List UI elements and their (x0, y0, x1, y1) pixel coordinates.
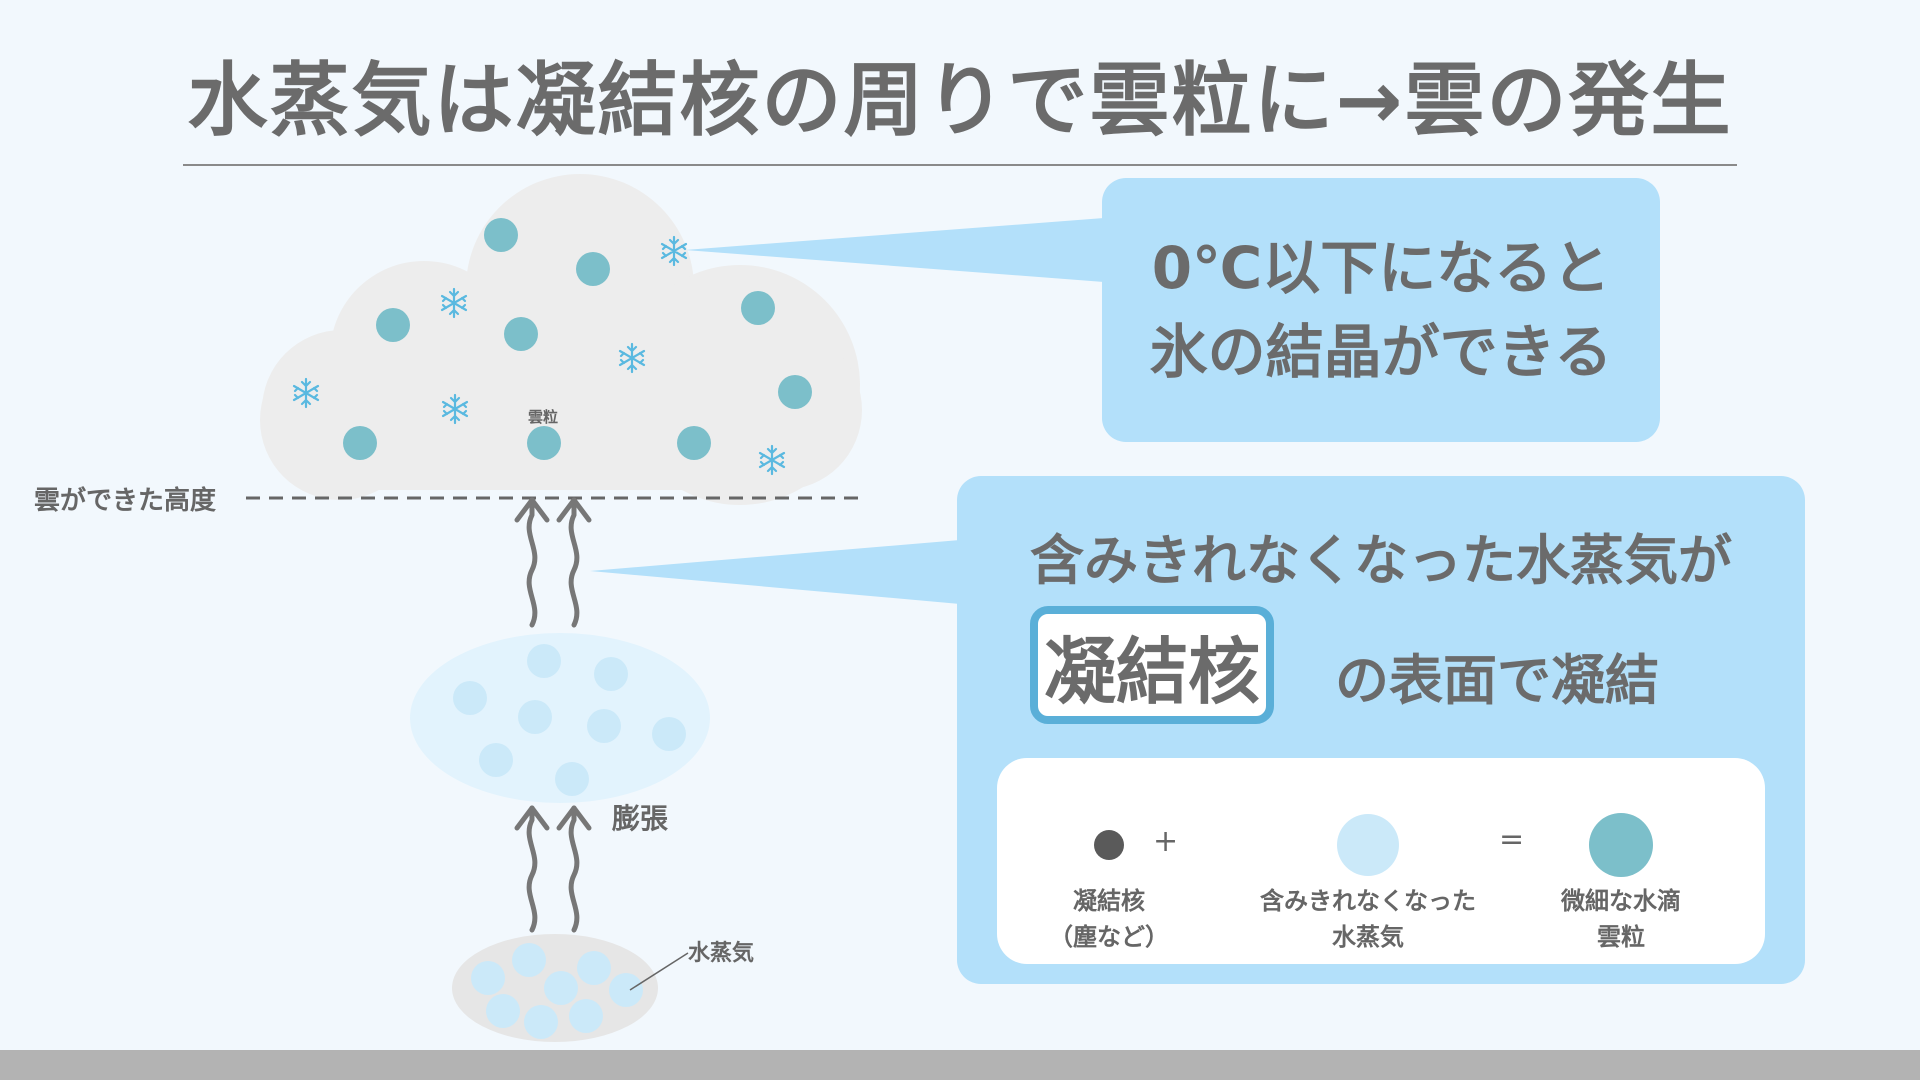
cloud-droplet (484, 218, 518, 252)
page-title: 水蒸気は凝結核の周りで雲粒に→雲の発生 (187, 54, 1733, 147)
cloud-droplet (527, 426, 561, 460)
snowflake-icon (292, 377, 320, 409)
cloud-droplet (778, 375, 812, 409)
water-vapor-dot (1337, 814, 1399, 876)
snowflake-icon (440, 287, 468, 319)
snowflake-icon (441, 393, 469, 425)
nucleus-caption-line2: （塵など） (1049, 923, 1169, 951)
condensation-nuclei-callout: 含みきれなくなった水蒸気が 凝結核 の表面で凝結 + = 凝結核 （塵など） 含… (957, 476, 1805, 984)
cloud-droplet (677, 426, 711, 460)
cloud-droplet-dot (1589, 813, 1653, 877)
expanding-vapor-particles (453, 644, 686, 796)
upward-wavy-arrow-icon (514, 805, 550, 933)
plus-sign: + (1153, 824, 1179, 859)
condensation-nuclei-highlight: 凝結核 (1030, 606, 1274, 724)
condensation-nucleus-caption: 凝結核 （塵など） (1049, 883, 1169, 955)
water-vapor-particles (471, 943, 643, 1039)
cloud-droplet-caption: 微細な水滴 雲粒 (1541, 883, 1701, 955)
lower-rising-arrows (514, 805, 592, 933)
ice-callout-pointer (685, 218, 1104, 282)
condensation-nucleus-dot (1094, 830, 1124, 860)
nuclei-callout-pointer (590, 540, 960, 604)
snowflake-icon (618, 342, 646, 374)
water-vapor-leader-line (629, 952, 689, 991)
equals-sign: = (1499, 822, 1525, 857)
upward-wavy-arrow-icon (556, 497, 592, 628)
cloud-droplet (741, 291, 775, 325)
cloud-droplet (376, 308, 410, 342)
title-divider (183, 164, 1737, 166)
snowflakes (292, 235, 786, 476)
cloud-droplet (576, 252, 610, 286)
expansion-label: 膨張 (612, 802, 669, 835)
cloud-particle-label: 雲粒 (528, 408, 559, 426)
ice-callout-line1: 0℃以下になると (1151, 233, 1611, 302)
water-vapor-label: 水蒸気 (688, 941, 755, 966)
cloud-altitude-label: 雲ができた高度 (34, 486, 217, 516)
ice-callout-line2: 氷の結晶ができる (1149, 318, 1613, 386)
nuclei-callout-line1: 含みきれなくなった水蒸気が (1030, 529, 1732, 592)
footer-bar (0, 1050, 1920, 1080)
cloud (260, 174, 862, 505)
droplet-caption-line1: 微細な水滴 (1561, 887, 1681, 915)
water-vapor-caption: 含みきれなくなった 水蒸気 (1233, 883, 1503, 955)
upper-rising-arrows (514, 497, 592, 628)
snowflake-icon (660, 235, 688, 267)
vapor-caption-line2: 水蒸気 (1332, 923, 1404, 951)
ice-crystal-callout: 0℃以下になると 氷の結晶ができる (1102, 178, 1660, 442)
cloud-droplet (504, 317, 538, 351)
cloud-droplet (343, 426, 377, 460)
upward-wavy-arrow-icon (556, 805, 592, 933)
nuclei-callout-line2: の表面で凝結 (1335, 649, 1659, 712)
nucleus-caption-line1: 凝結核 (1073, 887, 1145, 915)
snowflake-icon (758, 444, 786, 476)
upward-wavy-arrow-icon (514, 497, 550, 628)
vapor-caption-line1: 含みきれなくなった (1260, 887, 1476, 915)
legend-panel: + = 凝結核 （塵など） 含みきれなくなった 水蒸気 微細な水滴 雲粒 (997, 758, 1765, 964)
droplet-caption-line2: 雲粒 (1597, 923, 1645, 951)
cloud-droplets (343, 218, 812, 460)
